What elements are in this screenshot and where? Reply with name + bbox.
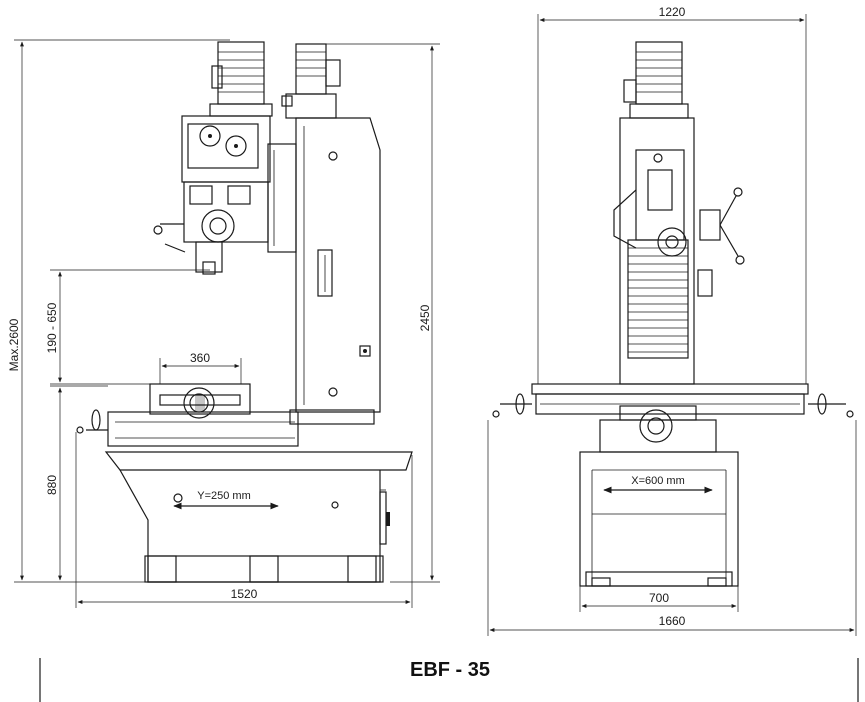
side-view-dimensions: Max.2600 190 - 650 880 2450 360 Y=250 mm…	[7, 39, 440, 608]
dim-y-travel: Y=250 mm	[197, 490, 251, 502]
dim-total-width: 1660	[659, 614, 686, 628]
dim-base-width: 700	[649, 591, 669, 605]
front-view-dimensions: 1220 X=600 mm 700 1660	[487, 5, 857, 636]
dim-x-travel: X=600 mm	[631, 475, 685, 487]
side-view	[76, 41, 413, 583]
dim-table-width: 360	[190, 351, 210, 365]
column-bellows	[628, 247, 688, 353]
title-block: EBF - 35	[39, 658, 859, 702]
front-view	[492, 41, 854, 587]
dim-total-height: 2450	[418, 304, 432, 331]
model-title: EBF - 35	[410, 659, 490, 681]
dim-height-range: 190 - 650	[45, 302, 59, 353]
dim-base-length: 1520	[231, 587, 258, 601]
dim-max-height: Max.2600	[7, 318, 21, 371]
dim-top-width: 1220	[659, 5, 686, 19]
dim-table-height: 880	[45, 475, 59, 495]
